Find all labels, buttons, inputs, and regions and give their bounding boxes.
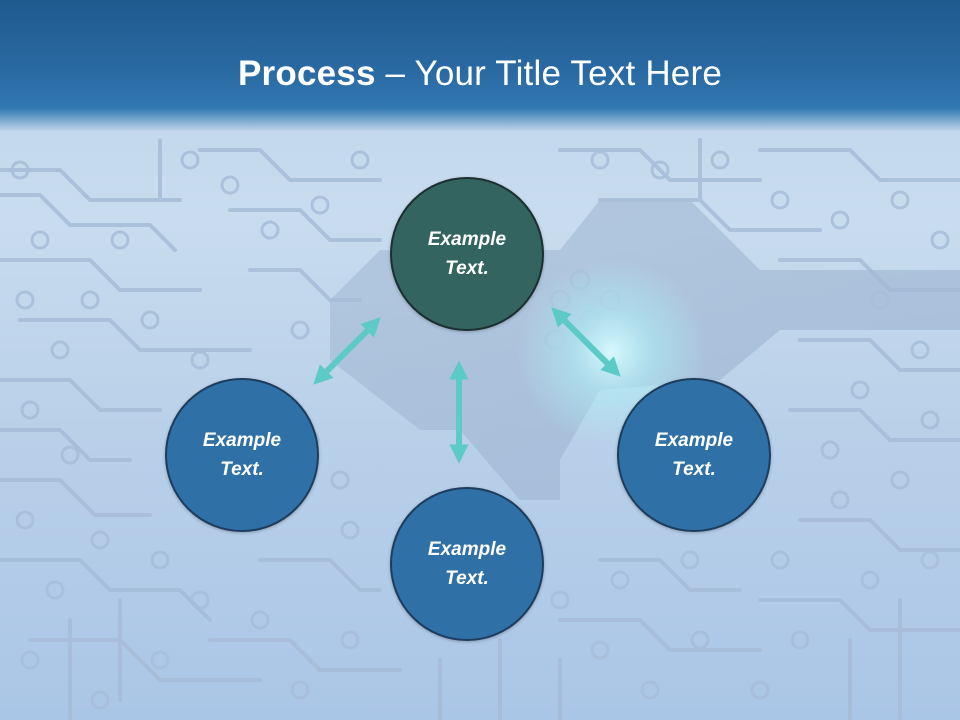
arrow-top-right [551, 307, 621, 377]
process-node-top: Example Text. [390, 177, 544, 331]
process-node-left: Example Text. [165, 378, 319, 532]
slide-title: Process – Your Title Text Here [0, 52, 960, 96]
circuit-pads [10, 150, 950, 710]
process-node-left-label: Example Text. [202, 430, 282, 480]
process-node-right-label: Example Text. [654, 430, 734, 480]
connector-arrows [313, 307, 621, 464]
process-node-right: Example Text. [617, 378, 771, 532]
slide-title-rest: – Your Title Text Here [375, 54, 722, 93]
process-node-top-label: Example Text. [427, 229, 507, 279]
arrow-top-left [313, 317, 381, 385]
process-node-bottom: Example Text. [390, 487, 544, 641]
title-bar [0, 0, 960, 132]
process-node-bottom-label: Example Text. [427, 539, 507, 589]
slide-title-bold: Process [238, 54, 376, 93]
